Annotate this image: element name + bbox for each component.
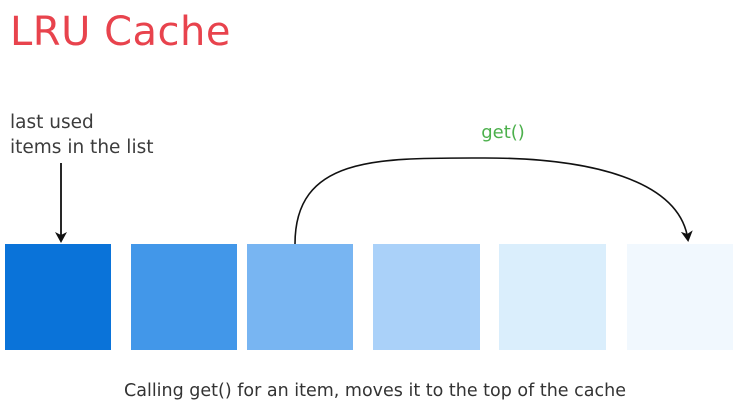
cache-item-3 — [247, 244, 353, 350]
get-move-arc-arrow — [294, 157, 693, 245]
annotation-line-2: items in the list — [10, 137, 154, 158]
last-used-annotation: last used items in the list — [10, 110, 153, 160]
annotation-line-1: last used — [10, 112, 94, 133]
get-call-label: get() — [481, 122, 525, 143]
cache-item-1 — [5, 244, 111, 350]
cache-item-5 — [499, 244, 606, 350]
cache-item-4 — [373, 244, 480, 350]
cache-item-6 — [627, 244, 733, 350]
cache-item-2 — [131, 244, 237, 350]
caption: Calling get() for an item, moves it to t… — [124, 381, 626, 401]
diagram-title: LRU Cache — [10, 9, 231, 55]
